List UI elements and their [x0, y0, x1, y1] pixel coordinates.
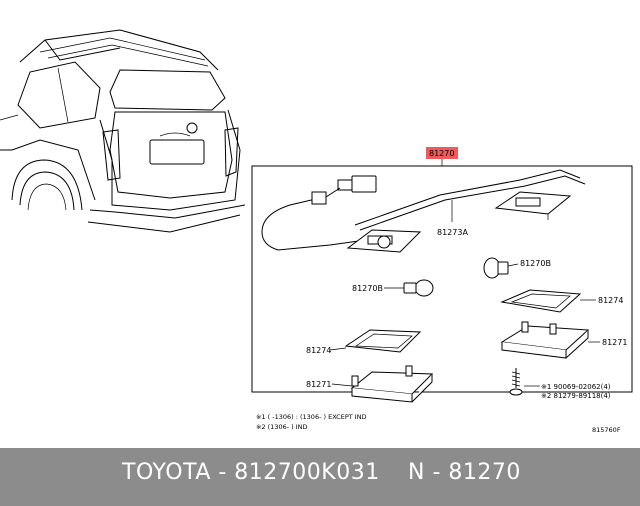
- lamp-unit-right: [494, 191, 572, 220]
- ref-number-text: N - 81270: [408, 460, 521, 485]
- bulb-right: [483, 257, 519, 279]
- label-screw-1: ※1 90069-02062(4): [541, 383, 611, 391]
- label-lens-left: 81274: [306, 346, 331, 355]
- figure-code: 815760F: [592, 426, 621, 434]
- housing-right: [500, 321, 600, 359]
- label-main-assembly-text: 81270: [429, 149, 454, 158]
- lens-right: [500, 289, 596, 313]
- lens-left: [329, 329, 422, 353]
- label-screw-2: ※2 81279-89118(4): [541, 392, 611, 400]
- label-wire: 81273A: [437, 228, 468, 237]
- part-number-text: TOYOTA - 812700K031: [122, 460, 380, 485]
- label-lens-right: 81274: [598, 296, 623, 305]
- housing-left: [331, 365, 434, 403]
- note-1: ※1 ( -1306) : (1306- ) EXCEPT IND: [256, 413, 367, 421]
- vehicle-illustration: [0, 29, 246, 233]
- parts-diagram: 81270 81273A 81270B: [0, 29, 633, 434]
- note-2: ※2 (1306- ) IND: [256, 423, 308, 431]
- label-housing-right: 81271: [602, 338, 627, 347]
- bulb-left: [384, 279, 434, 297]
- label-bulb-right: 81270B: [520, 259, 551, 268]
- label-housing-left: 81271: [306, 380, 331, 389]
- screw: [509, 368, 540, 396]
- parts-frame: [251, 165, 633, 393]
- wire-harness: [261, 169, 586, 251]
- lamp-unit-left: [346, 229, 422, 253]
- part-number-bar: TOYOTA - 812700K031 N - 81270: [0, 448, 640, 506]
- label-main-assembly: 81270: [426, 147, 458, 166]
- label-bulb-left: 81270B: [352, 284, 383, 293]
